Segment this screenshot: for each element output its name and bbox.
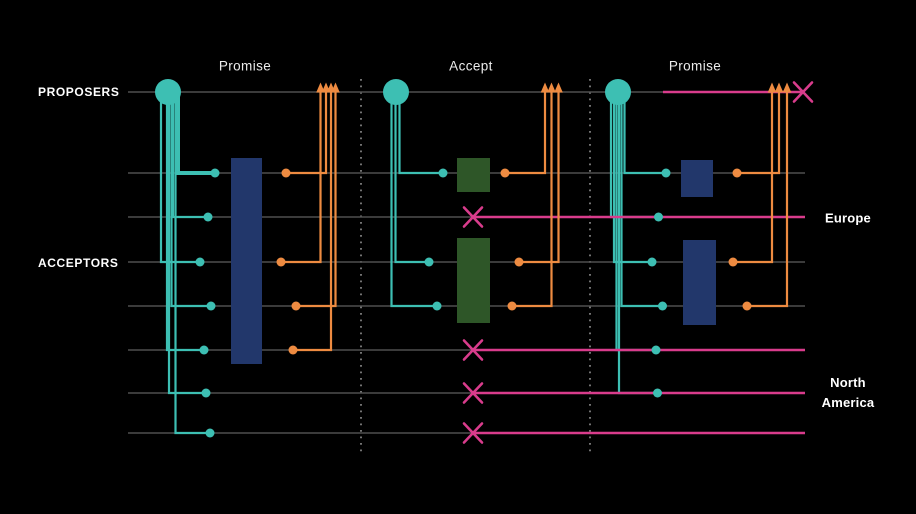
send-endpoint-dot bbox=[653, 388, 662, 398]
phase-title-accept: Accept bbox=[449, 58, 493, 74]
send-endpoint-dot bbox=[195, 257, 205, 267]
blue-processing-bar bbox=[231, 158, 262, 364]
reply-endpoint-dot bbox=[514, 257, 524, 267]
blue-processing-bar bbox=[683, 240, 716, 325]
reply-endpoint-dot bbox=[281, 168, 291, 178]
response-message-path bbox=[296, 92, 337, 308]
send-message-path bbox=[171, 92, 208, 219]
response-message-path bbox=[286, 92, 328, 175]
reply-endpoint-dot bbox=[276, 257, 286, 267]
send-message-path bbox=[159, 92, 200, 264]
send-message-path bbox=[165, 92, 204, 352]
acceptors-label: ACCEPTORS bbox=[38, 256, 119, 270]
phase-title-promise-2: Promise bbox=[668, 58, 722, 74]
reply-endpoint-dot bbox=[742, 301, 752, 311]
reply-endpoint-dot bbox=[291, 301, 301, 311]
send-endpoint-dot bbox=[647, 257, 657, 267]
arrow-up-icon bbox=[540, 82, 550, 93]
proposer-node bbox=[155, 79, 181, 105]
send-message-path bbox=[620, 92, 663, 308]
send-endpoint-dot bbox=[661, 168, 671, 178]
green-processing-bar bbox=[457, 238, 490, 323]
failure-x-icon bbox=[462, 339, 484, 361]
region-label-north-america: North America bbox=[822, 373, 875, 413]
response-message-path bbox=[747, 92, 789, 308]
phase-title-promise-1: Promise bbox=[218, 58, 272, 74]
reply-endpoint-dot bbox=[507, 301, 517, 311]
send-message-path bbox=[612, 92, 652, 264]
send-message-path bbox=[394, 92, 429, 264]
send-endpoint-dot bbox=[210, 168, 220, 178]
reply-endpoint-dot bbox=[288, 345, 298, 355]
response-message-path bbox=[505, 92, 547, 175]
response-message-path bbox=[519, 92, 560, 264]
arrow-up-icon bbox=[774, 82, 784, 93]
region-label-north-america-line2: America bbox=[821, 395, 875, 410]
proposers-label: PROPOSERS bbox=[38, 85, 120, 99]
failure-x-icon bbox=[462, 382, 484, 404]
arrow-up-icon bbox=[326, 82, 336, 93]
reply-endpoint-dot bbox=[732, 168, 742, 178]
arrow-up-icon bbox=[547, 82, 556, 93]
arrow-up-icon bbox=[316, 82, 325, 93]
send-endpoint-dot bbox=[654, 212, 663, 222]
send-message-path bbox=[398, 92, 443, 175]
proposer-node bbox=[383, 79, 409, 105]
send-endpoint-dot bbox=[206, 301, 216, 311]
response-message-path bbox=[281, 92, 322, 264]
send-message-path bbox=[167, 92, 206, 395]
send-endpoint-dot bbox=[205, 428, 215, 438]
response-message-path bbox=[737, 92, 781, 175]
reply-endpoint-dot bbox=[500, 168, 510, 178]
send-endpoint-dot bbox=[203, 212, 213, 222]
arrow-up-icon bbox=[782, 82, 792, 93]
send-message-path bbox=[174, 92, 210, 435]
send-endpoint-dot bbox=[651, 345, 661, 355]
region-label-europe: Europe bbox=[825, 210, 871, 226]
region-label-north-america-line1: North bbox=[830, 375, 866, 390]
send-endpoint-dot bbox=[438, 168, 448, 178]
failure-x-icon bbox=[462, 422, 484, 444]
send-message-path bbox=[390, 92, 437, 308]
send-message-path bbox=[176, 92, 215, 175]
reply-endpoint-dot bbox=[728, 257, 738, 267]
failure-x-icon bbox=[792, 81, 814, 103]
green-processing-bar bbox=[457, 158, 490, 192]
arrow-up-icon bbox=[554, 82, 563, 93]
send-endpoint-dot bbox=[199, 345, 209, 355]
arrow-up-icon bbox=[767, 82, 777, 93]
blue-processing-bar bbox=[681, 160, 713, 197]
response-message-path bbox=[733, 92, 774, 264]
send-endpoint-dot bbox=[658, 301, 667, 311]
failure-x-icon bbox=[462, 206, 484, 228]
send-message-path bbox=[623, 92, 666, 175]
send-endpoint-dot bbox=[201, 388, 211, 398]
send-endpoint-dot bbox=[424, 257, 434, 267]
response-message-path bbox=[293, 92, 333, 352]
send-endpoint-dot bbox=[432, 301, 442, 311]
proposer-node bbox=[605, 79, 631, 105]
send-message-path bbox=[170, 92, 211, 308]
response-message-path bbox=[512, 92, 553, 308]
